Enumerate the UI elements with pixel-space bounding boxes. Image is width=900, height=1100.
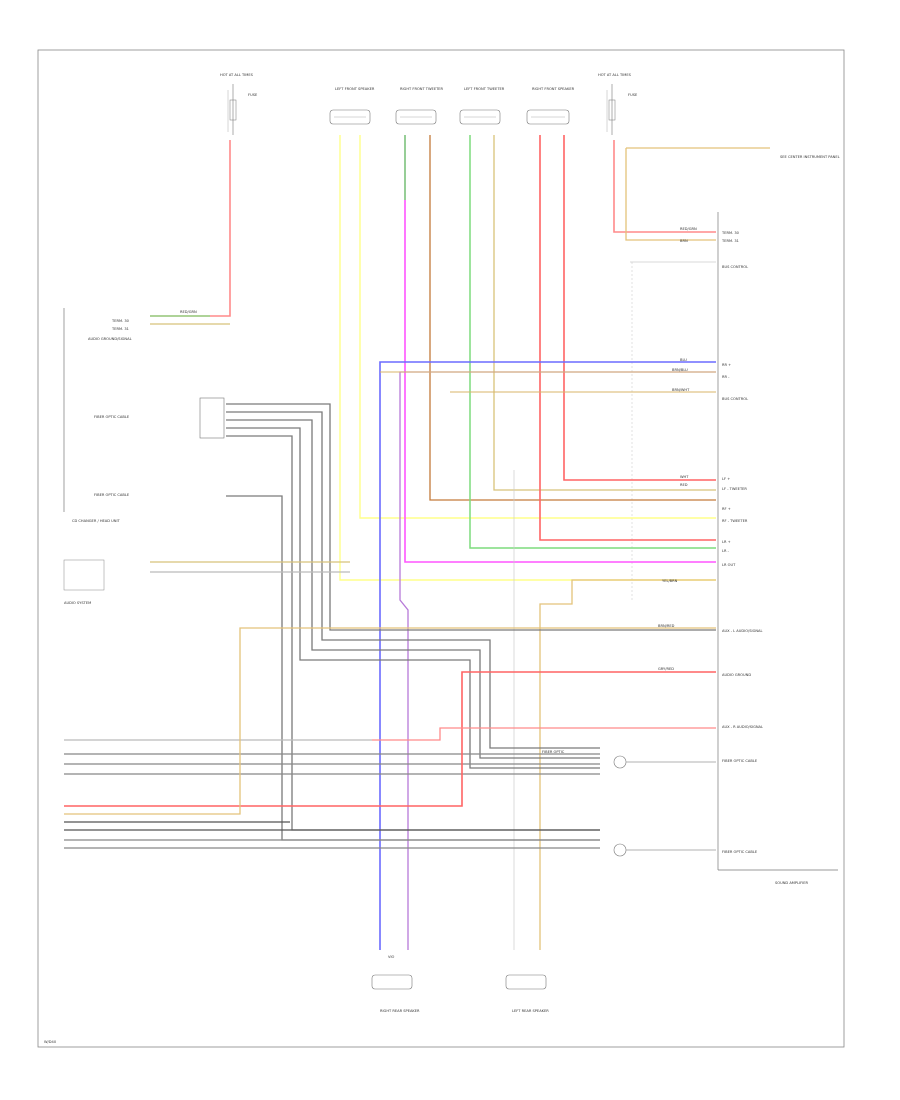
label-blu: BLU (680, 358, 687, 362)
svg-text:RF - TWEETER: RF - TWEETER (722, 519, 748, 523)
svg-text:RF +: RF + (722, 507, 731, 511)
svg-text:LF - TWEETER: LF - TWEETER (722, 487, 747, 491)
svg-text:AUX - R AUDIO/SIGNAL: AUX - R AUDIO/SIGNAL (722, 725, 763, 729)
svg-text:SOUND AMPLIFIER: SOUND AMPLIFIER (775, 881, 809, 885)
svg-text:AUDIO GROUND: AUDIO GROUND (722, 673, 751, 677)
svg-text:BUS CONTROL: BUS CONTROL (722, 265, 748, 269)
svg-text:CD CHANGER / HEAD UNIT: CD CHANGER / HEAD UNIT (72, 519, 121, 523)
svg-text:RIGHT FRONT SPEAKER: RIGHT FRONT SPEAKER (532, 87, 575, 91)
label-wht: WHT (680, 475, 689, 479)
wire-red-fuse2 (613, 140, 716, 233)
label-brn-red: BRN/RED (658, 624, 675, 628)
wire-lf-tweeter-green (469, 135, 716, 549)
wire-red-fuse1 (150, 140, 231, 317)
label-vio: VIO (388, 955, 395, 959)
label-red-grn-amp: RED/GRN (680, 227, 697, 231)
bottom-left-bundle (64, 561, 716, 849)
svg-text:TERM. 30: TERM. 30 (721, 231, 740, 235)
label-fiber: FIBER OPTIC (542, 750, 565, 754)
svg-text:BUS CONTROL: BUS CONTROL (722, 397, 748, 401)
center-panel-label: SEE CENTER INSTRUMENT PANEL (780, 155, 840, 159)
label-red-grn: RED/GRN (180, 310, 197, 314)
svg-text:AUX - L AUDIO/SIGNAL: AUX - L AUDIO/SIGNAL (722, 629, 763, 633)
wire-lr-tan (539, 579, 716, 950)
svg-text:TERM. 30: TERM. 30 (111, 319, 130, 323)
svg-text:FIBER OPTIC CABLE: FIBER OPTIC CABLE (722, 759, 758, 763)
left-front-speaker: LEFT FRONT SPEAKER (329, 87, 375, 125)
svg-text:RIGHT FRONT TWEETER: RIGHT FRONT TWEETER (400, 87, 444, 91)
left-front-tweeter: LEFT FRONT TWEETER (459, 87, 505, 125)
svg-text:LR OUT: LR OUT (722, 563, 736, 567)
svg-text:TERM. 31: TERM. 31 (721, 239, 739, 243)
svg-text:TERM. 31: TERM. 31 (111, 327, 129, 331)
svg-text:AUDIO SYSTEM: AUDIO SYSTEM (64, 601, 91, 605)
svg-text:RIGHT REAR SPEAKER: RIGHT REAR SPEAKER (380, 1009, 420, 1013)
fiber-optic-bundle (226, 403, 716, 841)
right-front-tweeter: RIGHT FRONT TWEETER (395, 87, 444, 125)
label-brn-wht: BRN/WHT (672, 388, 690, 392)
svg-text:RR -: RR - (722, 375, 730, 379)
label-brn-blu: BRN/BLU (672, 368, 688, 372)
wire-lf-speaker-yellow (339, 135, 716, 581)
label-yel-brn: YEL/BRN (662, 579, 678, 583)
diagram-border (37, 49, 845, 1048)
wire-rf-tweeter-magenta (404, 135, 716, 563)
hot-at-all-times-fuse-2: HOT AT ALL TIMES FUSE (598, 73, 638, 135)
sound-amplifier: SOUND AMPLIFIER TERM. 30 TERM. 31 BUS CO… (717, 212, 838, 885)
svg-text:LEFT FRONT TWEETER: LEFT FRONT TWEETER (464, 87, 505, 91)
svg-text:FUSE: FUSE (628, 93, 638, 97)
svg-text:FIBER OPTIC CABLE: FIBER OPTIC CABLE (94, 493, 130, 497)
svg-text:HOT AT ALL TIMES: HOT AT ALL TIMES (220, 73, 254, 77)
svg-text:FIBER OPTIC CABLE: FIBER OPTIC CABLE (722, 850, 758, 854)
right-front-speaker: RIGHT FRONT SPEAKER (526, 87, 575, 125)
svg-text:FUSE: FUSE (248, 93, 258, 97)
svg-text:LR +: LR + (722, 540, 731, 544)
footer-code: W/D40 (44, 1040, 57, 1044)
svg-text:FIBER OPTIC CABLE: FIBER OPTIC CABLE (94, 415, 130, 419)
label-brn-amp: BRN (680, 239, 688, 243)
svg-text:AUDIO GROUND/SIGNAL: AUDIO GROUND/SIGNAL (88, 337, 132, 341)
svg-text:HOT AT ALL TIMES: HOT AT ALL TIMES (598, 73, 632, 77)
label-gry-red: GRY/RED (658, 667, 674, 671)
wire-rf-speaker-red (539, 135, 716, 541)
svg-text:LR -: LR - (722, 549, 730, 553)
audio-head-unit: CD CHANGER / HEAD UNIT TERM. 30 TERM. 31… (63, 308, 225, 605)
svg-text:RR +: RR + (722, 363, 731, 367)
hot-at-all-times-fuse-1: HOT AT ALL TIMES FUSE (220, 73, 258, 135)
left-rear-speaker: LEFT REAR SPEAKER (505, 974, 549, 1013)
svg-text:LF +: LF + (722, 477, 730, 481)
right-rear-speaker: RIGHT REAR SPEAKER (371, 974, 420, 1013)
svg-text:LEFT FRONT SPEAKER: LEFT FRONT SPEAKER (335, 87, 375, 91)
wire-rr-violet (399, 371, 716, 950)
label-red: RED (680, 483, 688, 487)
svg-text:LEFT REAR SPEAKER: LEFT REAR SPEAKER (512, 1009, 549, 1013)
